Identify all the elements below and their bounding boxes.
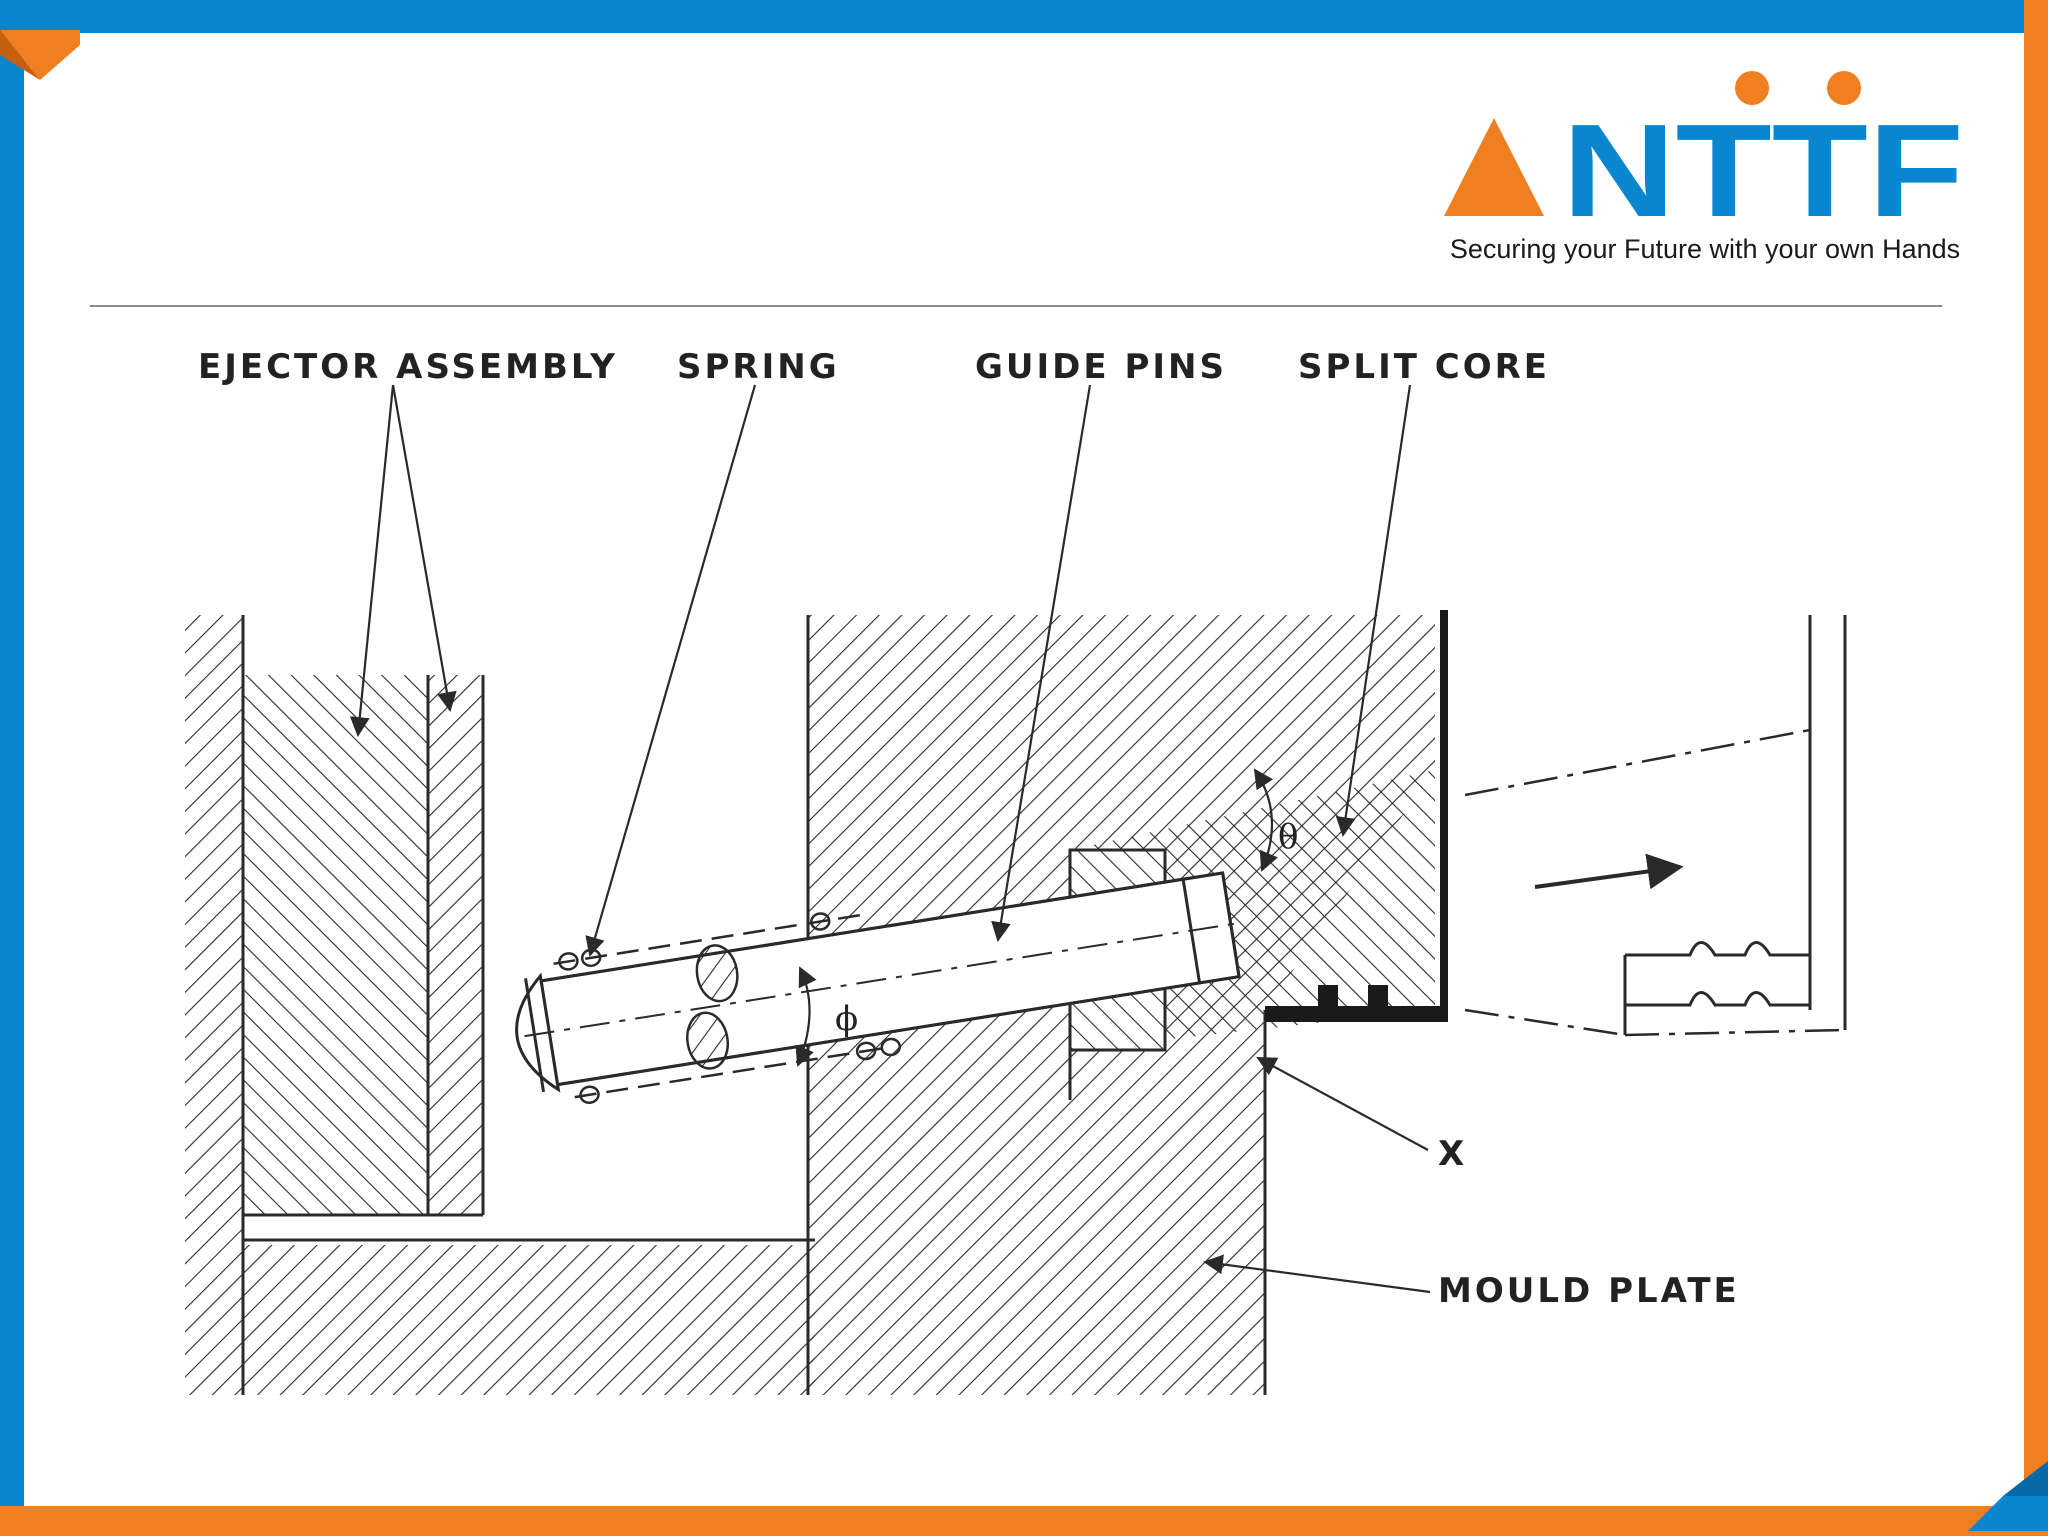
- logo-wordmark: NTTF: [1562, 97, 1964, 244]
- logo-dot-right: [1827, 71, 1861, 105]
- label-x-marker: X: [1438, 1134, 1467, 1174]
- phi-angle-arc: [795, 966, 817, 1067]
- motion-arrow: [1534, 853, 1684, 890]
- symbol-phi: ϕ: [835, 999, 858, 1039]
- leader-lines: [349, 384, 1431, 1294]
- nttf-logo: NTTF: [1444, 71, 1964, 244]
- ejected-split-core-outline: [1464, 728, 1846, 1037]
- header-divider: [90, 305, 1942, 307]
- symbol-theta: θ: [1278, 817, 1298, 857]
- label-guide-pins: GUIDE PINS: [975, 347, 1227, 387]
- label-spring: SPRING: [677, 347, 840, 387]
- logo-tagline: Securing your Future with your own Hands: [1449, 234, 1961, 264]
- bottom-border-bar: [0, 1506, 2048, 1536]
- logo-dot-left: [1735, 71, 1769, 105]
- label-mould-plate: MOULD PLATE: [1438, 1271, 1740, 1311]
- spring-coils: [553, 912, 902, 1105]
- split-core-mould-diagram: EJECTOR ASSEMBLY SPRING GUIDE PINS SPLIT…: [185, 347, 1847, 1395]
- right-border-bar: [2024, 0, 2048, 1536]
- label-split-core: SPLIT CORE: [1298, 347, 1550, 387]
- corner-ribbon-top-left: [0, 30, 80, 80]
- label-ejector-assembly: EJECTOR ASSEMBLY: [198, 347, 618, 387]
- logo-orange-triangle: [1444, 118, 1544, 216]
- left-border-bar: [0, 0, 24, 1536]
- left-frame-hatch: [185, 615, 243, 1395]
- corner-ribbon-bottom-right: [1968, 1461, 2048, 1531]
- top-border-bar: [0, 0, 2048, 33]
- theta-angle-arc: [1253, 768, 1279, 872]
- right-frame: [1623, 615, 1847, 1035]
- ejector-assembly-plates: [243, 675, 485, 1217]
- bottom-plate-hatch: [243, 1245, 815, 1395]
- guide-pin: [515, 871, 1241, 1105]
